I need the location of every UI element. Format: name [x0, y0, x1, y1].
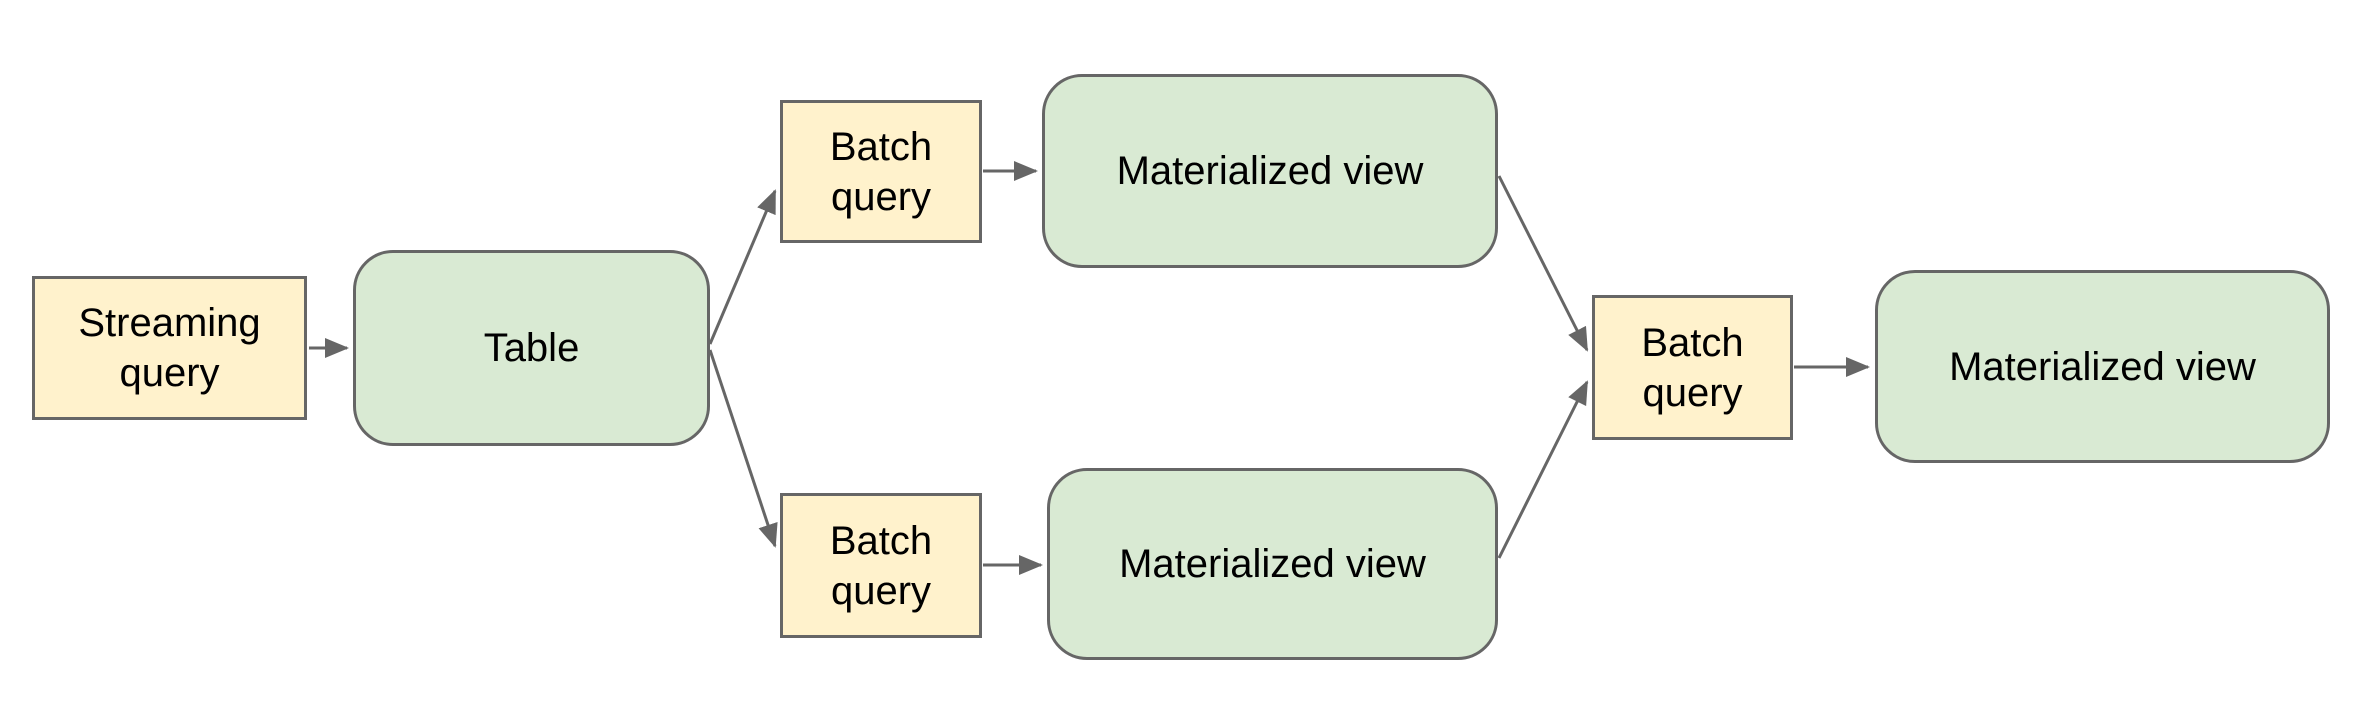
node-label: Materialized view: [1119, 542, 1426, 586]
node-label: Table: [483, 326, 580, 370]
node-label: Streaming query: [78, 301, 261, 395]
flow-arrow-table-to-batch-query-bottom: [708, 349, 778, 548]
flow-arrow-table-to-batch-query-top: [708, 189, 777, 345]
node-label: Batch query: [1641, 320, 1744, 415]
node-table: Table: [353, 250, 710, 446]
node-materialized-view-right: Materialized view: [1875, 270, 2330, 463]
node-label: Batch query: [829, 518, 933, 613]
node-batch-query-right: Batch query: [1592, 295, 1793, 440]
node-batch-query-bottom: Batch query: [780, 493, 982, 638]
flow-arrow-materialized-view-top-to-batch-query-right: [1497, 175, 1589, 352]
node-label: Batch query: [829, 124, 933, 219]
node-materialized-view-bottom: Materialized view: [1047, 468, 1498, 660]
node-label: Materialized view: [1116, 149, 1424, 193]
flow-arrow-materialized-view-bottom-to-batch-query-right: [1497, 380, 1589, 559]
node-streaming-query: Streaming query: [32, 276, 307, 420]
node-materialized-view-top: Materialized view: [1042, 74, 1498, 268]
node-label: Materialized view: [1949, 344, 2256, 389]
node-batch-query-top: Batch query: [780, 100, 982, 243]
